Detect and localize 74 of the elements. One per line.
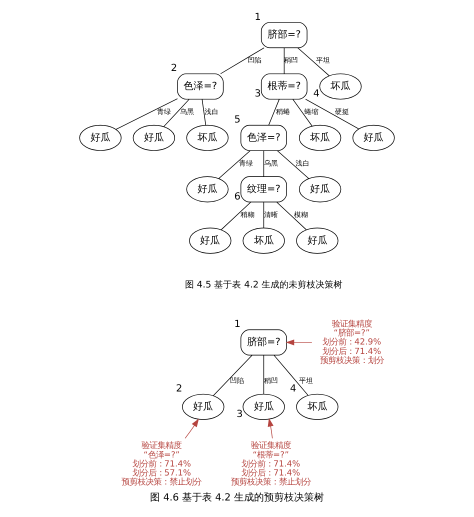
connector xyxy=(274,354,308,396)
connector xyxy=(263,150,264,176)
connector xyxy=(284,47,285,74)
node-ellipse: 坏瓜 xyxy=(296,393,338,420)
arrow xyxy=(184,418,199,438)
node-text: 验证集精度 “脐部=?” 划分前：42.9% 划分后：71.4% 预剪枝决策：划分 xyxy=(320,318,384,364)
connector xyxy=(263,354,264,394)
node-label: 2 xyxy=(176,383,182,394)
edge-label: 硬挺 xyxy=(334,106,349,116)
node-box: 根蒂=? xyxy=(260,72,308,100)
node-label: 2 xyxy=(170,62,178,74)
node-ellipse: 好瓜 xyxy=(186,176,229,202)
edge-label: 清晰 xyxy=(264,209,278,218)
edge-label: 稍糊 xyxy=(240,209,255,218)
edge-label: 乌黑 xyxy=(180,106,194,116)
node-label: 5 xyxy=(234,114,240,126)
node-ellipse: 好瓜 xyxy=(298,176,342,202)
edge-label: 稍蜷 xyxy=(276,106,290,116)
edge-label: 稍凹 xyxy=(264,375,278,384)
node-box: 色泽=? xyxy=(240,124,287,150)
arrow xyxy=(268,418,274,438)
edge-label: 凹陷 xyxy=(230,375,244,384)
node-box: 色泽=? xyxy=(177,72,224,100)
connector xyxy=(268,98,280,126)
connector xyxy=(202,98,206,126)
edge-label: 青绿 xyxy=(156,106,171,116)
node-box: 脐部=? xyxy=(260,22,308,48)
connector xyxy=(218,150,250,178)
node-label: 1 xyxy=(234,318,240,330)
arrow xyxy=(286,338,312,345)
node-label: 3 xyxy=(236,408,243,420)
edge-label: 稍凹 xyxy=(284,55,298,64)
connector xyxy=(116,98,178,130)
edge-label: 蜷缩 xyxy=(304,106,319,116)
node-label: 4 xyxy=(313,88,320,99)
node-ellipse: 坏瓜 xyxy=(298,124,342,150)
connector xyxy=(220,201,252,230)
node-ellipse: 坏瓜 xyxy=(242,227,285,254)
connector xyxy=(220,46,264,74)
connector xyxy=(277,150,310,178)
node-ellipse: 坏瓜 xyxy=(186,124,229,150)
node-label: 6 xyxy=(234,190,240,202)
node-ellipse: 好瓜 xyxy=(189,227,232,254)
node-text: 验证集精度 “色泽=?” 划分前：71.4% 划分后：57.1% 预剪枝决策：禁止划分 xyxy=(122,440,202,486)
connector xyxy=(263,201,264,228)
node-ellipse: 好瓜 xyxy=(352,124,395,150)
node-ellipse: 好瓜 xyxy=(242,393,285,420)
node-ellipse: 好瓜 xyxy=(296,227,338,254)
edge-label: 浅白 xyxy=(204,106,219,116)
edge-label: 模糊 xyxy=(294,209,308,218)
edge-label: 乌黑 xyxy=(264,158,278,167)
node-ellipse: 坏瓜 xyxy=(319,72,362,100)
node-ellipse: 好瓜 xyxy=(132,124,176,150)
label: 图 4.5 基于表 4.2 生成的未剪枝决策树 xyxy=(184,280,343,290)
edge-label: 浅白 xyxy=(295,158,310,167)
connector xyxy=(305,98,360,129)
connector xyxy=(297,47,330,76)
edge-label: 平坦 xyxy=(299,375,314,384)
node-ellipse: 好瓜 xyxy=(79,124,122,150)
node-box: 纹理=? xyxy=(240,176,287,202)
connector xyxy=(276,201,307,230)
node-box: 脐部=? xyxy=(240,328,287,355)
node-label: 1 xyxy=(254,11,261,22)
edge-label: 青绿 xyxy=(239,158,254,167)
node-text: 验证集精度 “根蒂=?” 划分前：71.4% 划分后：71.4% 预剪枝决策：禁止划分 xyxy=(230,440,311,486)
node-ellipse: 好瓜 xyxy=(182,393,224,420)
node-label: 4 xyxy=(290,383,296,394)
connector xyxy=(212,354,252,396)
connector xyxy=(163,98,190,126)
connector xyxy=(292,98,312,126)
edge-label: 凹陷 xyxy=(248,55,262,64)
node-label: 3 xyxy=(254,88,261,99)
edge-label: 平坦 xyxy=(316,55,330,64)
caption: 图 4.6 基于表 4.2 生成的预剪枝决策树 xyxy=(150,492,324,504)
